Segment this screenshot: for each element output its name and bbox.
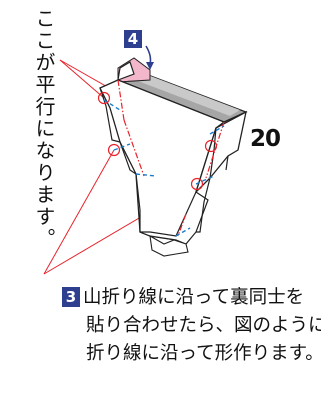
instruction-line-2: 貼り合わせたら、図のように <box>86 315 321 336</box>
bottom-tabs <box>149 234 189 257</box>
part-number: 20 <box>250 126 281 152</box>
valley-folds <box>103 99 225 237</box>
instruction-line-3: 折り線に沿って形作ります。 <box>86 343 321 364</box>
step4-badge: 4 <box>124 30 142 48</box>
mountain-folds <box>117 79 225 237</box>
highlight-circles <box>97 91 218 191</box>
top-face-light <box>130 72 240 116</box>
front-flap <box>139 191 209 245</box>
step4-arrow <box>145 45 152 65</box>
left-tab <box>117 61 135 81</box>
step3-badge: 3 <box>62 287 80 307</box>
parallel-note: ここが平行になります。 <box>32 8 56 250</box>
instruction-line-1: 山折り線に沿って裏同士を <box>83 287 305 308</box>
